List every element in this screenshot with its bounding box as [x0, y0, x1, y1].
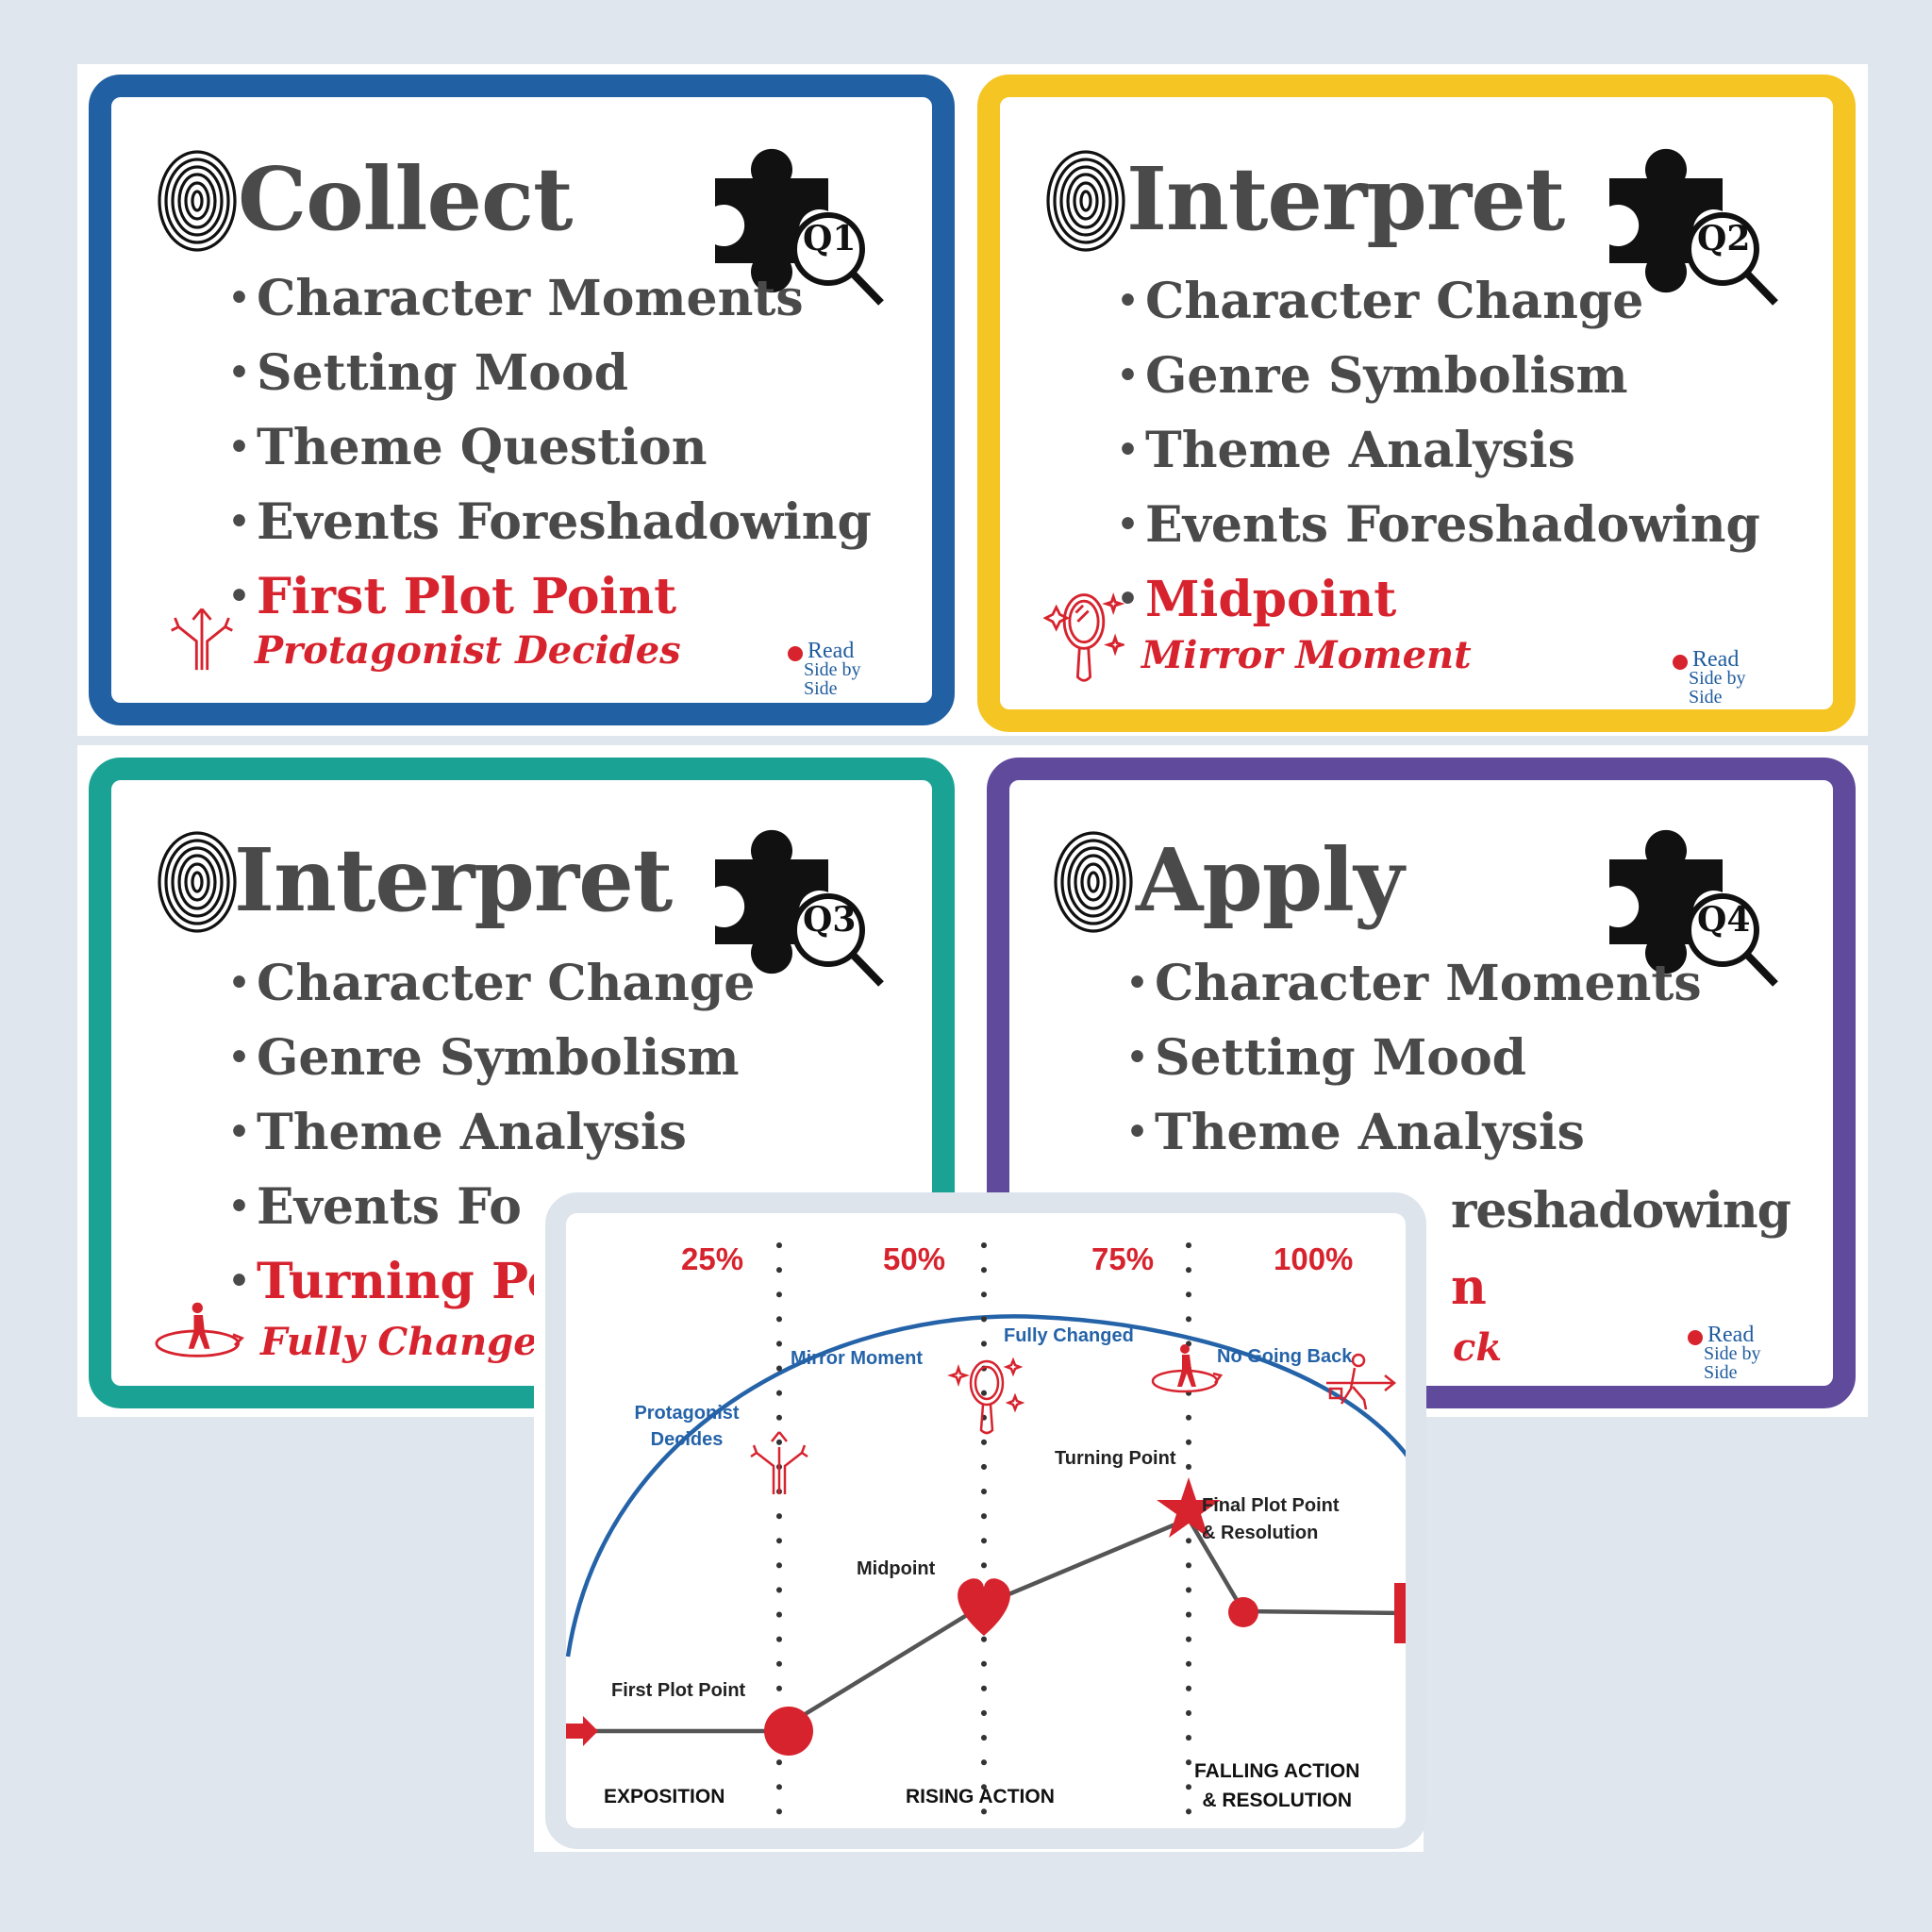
- item-list: Character Moments Setting Mood Theme Que…: [228, 261, 872, 634]
- phase-exposition: EXPOSITION: [604, 1786, 725, 1807]
- phase-falling-action: FALLING ACTION & RESOLUTION: [1194, 1760, 1360, 1811]
- turning-person-icon: [155, 1302, 244, 1357]
- list-item: Character Change: [228, 946, 755, 1021]
- plot-point-label: Midpoint: [1117, 562, 1760, 637]
- list-item: Theme Analysis: [228, 1095, 755, 1170]
- card-q1: Collect Q1 Character Moments Setting Moo…: [89, 75, 955, 725]
- card-subtitle-fragment: ck: [1453, 1325, 1503, 1370]
- card-subtitle: Fully Change: [260, 1320, 538, 1364]
- label-protagonist-decides: Protagonist Decides: [634, 1403, 740, 1450]
- item-list: Character Change Genre Symbolism Theme A…: [228, 946, 755, 1319]
- plot-point-label: Turning Po: [228, 1244, 755, 1319]
- plot-line: [566, 1516, 1406, 1734]
- item-list: Character Change Genre Symbolism Theme A…: [1117, 264, 1760, 637]
- list-item: Setting Mood: [228, 336, 872, 410]
- read-side-by-side-logo: Read Side by Side: [781, 640, 885, 698]
- percent-50: 50%: [883, 1241, 946, 1276]
- star-icon: [1157, 1477, 1221, 1538]
- mirror-icon: [1043, 591, 1124, 682]
- list-item: Events Fo: [228, 1170, 755, 1244]
- list-item: Setting Mood: [1126, 1021, 1702, 1095]
- label-final-plot-point: Final Plot Point & Resolution: [1202, 1495, 1340, 1543]
- start-arrow-icon: [566, 1716, 598, 1746]
- list-item: Character Moments: [1126, 946, 1702, 1021]
- label-first-plot-point: First Plot Point: [611, 1680, 746, 1701]
- quarter-badge: Q4: [1697, 900, 1751, 940]
- list-item: Character Change: [1117, 264, 1760, 339]
- list-item: Genre Symbolism: [228, 1021, 755, 1095]
- plot-diagram-graphics: [566, 1242, 1406, 1828]
- plot-point-label: First Plot Point: [228, 559, 872, 634]
- fingerprint-icon: [158, 831, 237, 933]
- card-title: Collect: [238, 148, 574, 250]
- fingerprint-icon: [158, 150, 237, 252]
- percent-75: 75%: [1091, 1241, 1155, 1276]
- label-fully-changed: Fully Changed: [1004, 1325, 1134, 1346]
- item-list: Character Moments Setting Mood Theme Ana…: [1126, 946, 1702, 1170]
- character-arc-curve: [566, 1314, 1406, 1657]
- phase-rising-action: RISING ACTION: [906, 1786, 1055, 1807]
- list-item: Theme Analysis: [1126, 1095, 1702, 1170]
- label-no-going-back: No Going Back: [1217, 1346, 1353, 1367]
- list-item: Character Moments: [228, 261, 872, 336]
- label-midpoint: Midpoint: [857, 1558, 936, 1579]
- label-mirror-moment: Mirror Moment: [791, 1348, 923, 1369]
- puzzle-magnifier-icon: [1609, 829, 1778, 987]
- label-turning-point: Turning Point: [1055, 1448, 1176, 1469]
- turning-person-icon: [1151, 1344, 1224, 1393]
- mirror-icon: [947, 1357, 1025, 1435]
- crossroads-arrows-icon: [171, 608, 233, 671]
- read-side-by-side-logo: Read Side by Side: [1666, 648, 1770, 707]
- quarter-badge: Q1: [803, 219, 857, 258]
- quarter-badge: Q2: [1697, 219, 1751, 258]
- list-item: Genre Symbolism: [1117, 339, 1760, 413]
- fingerprint-icon: [1046, 150, 1125, 252]
- list-item: Theme Analysis: [1117, 413, 1760, 488]
- list-item: Theme Question: [228, 410, 872, 485]
- card-q2: Interpret Q2 Character Change Genre Symb…: [977, 75, 1856, 732]
- list-item-fragment: reshadowing: [1451, 1182, 1791, 1240]
- card-title: Interpret: [1126, 148, 1565, 250]
- percent-100: 100%: [1274, 1241, 1354, 1276]
- heart-icon: [958, 1578, 1010, 1636]
- percent-25: 25%: [681, 1241, 744, 1276]
- end-bar-marker: [1394, 1583, 1406, 1643]
- fingerprint-icon: [1054, 831, 1133, 933]
- read-side-by-side-logo: Read Side by Side: [1681, 1324, 1785, 1382]
- first-plot-point-marker: [764, 1707, 813, 1756]
- plot-point-fragment: n: [1451, 1258, 1487, 1316]
- no-going-back-icon: [1326, 1353, 1397, 1410]
- plot-diagram: 25% 50% 75% 100% Protagonist Decides Mir…: [545, 1192, 1426, 1849]
- card-title: Interpret: [234, 829, 673, 931]
- puzzle-magnifier-icon: [715, 829, 884, 987]
- crossroads-arrows-icon: [750, 1431, 808, 1494]
- card-title: Apply: [1136, 829, 1404, 931]
- card-subtitle: Protagonist Decides: [255, 628, 681, 673]
- quarter-badge: Q3: [803, 900, 857, 940]
- list-item: Events Foreshadowing: [1117, 488, 1760, 562]
- card-subtitle: Mirror Moment: [1141, 633, 1472, 677]
- final-plot-point-marker: [1228, 1597, 1258, 1627]
- list-item: Events Foreshadowing: [228, 485, 872, 559]
